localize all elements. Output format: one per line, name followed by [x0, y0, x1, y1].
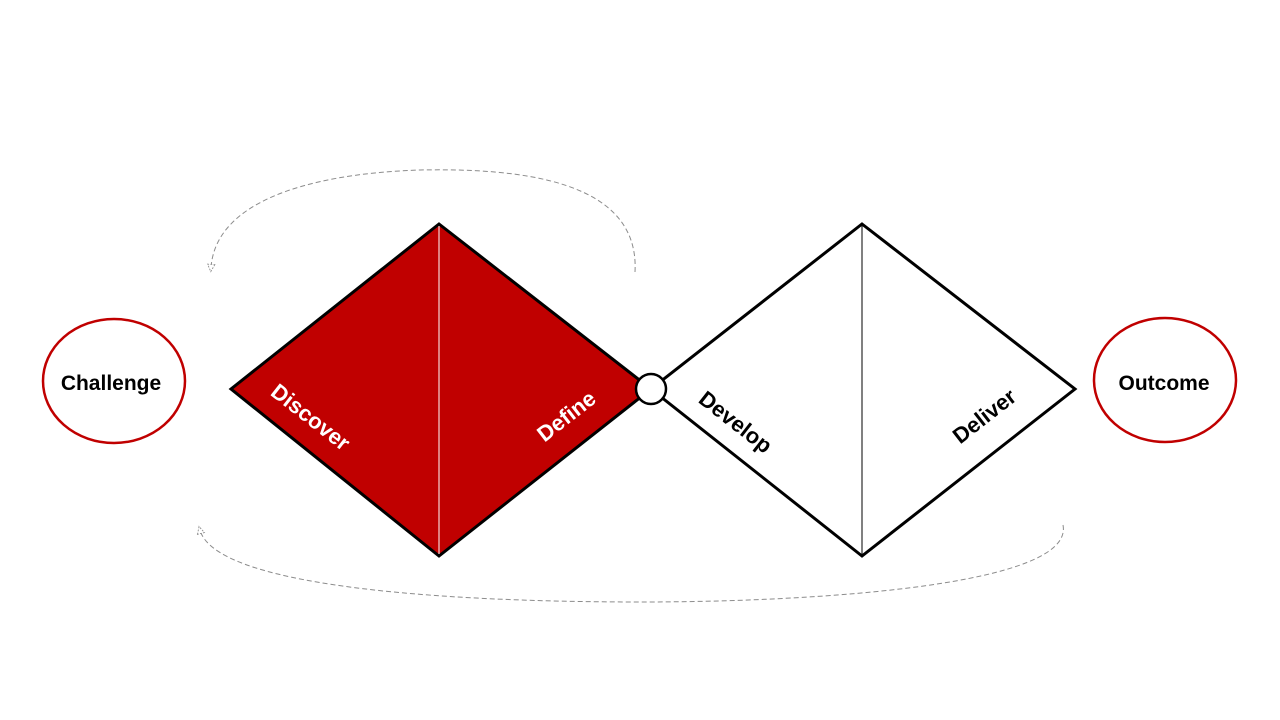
outcome-label: Outcome: [1118, 372, 1209, 395]
feedback-arc-top: [211, 169, 636, 272]
feedback-arc-bottom: [200, 524, 1064, 603]
challenge-label: Challenge: [61, 372, 161, 395]
challenge-circle: [41, 317, 187, 445]
junction-circle: [634, 372, 668, 406]
develop-deliver-diamond: [648, 222, 1078, 558]
outcome-circle: [1092, 316, 1238, 444]
discover-define-diamond: [228, 222, 654, 558]
